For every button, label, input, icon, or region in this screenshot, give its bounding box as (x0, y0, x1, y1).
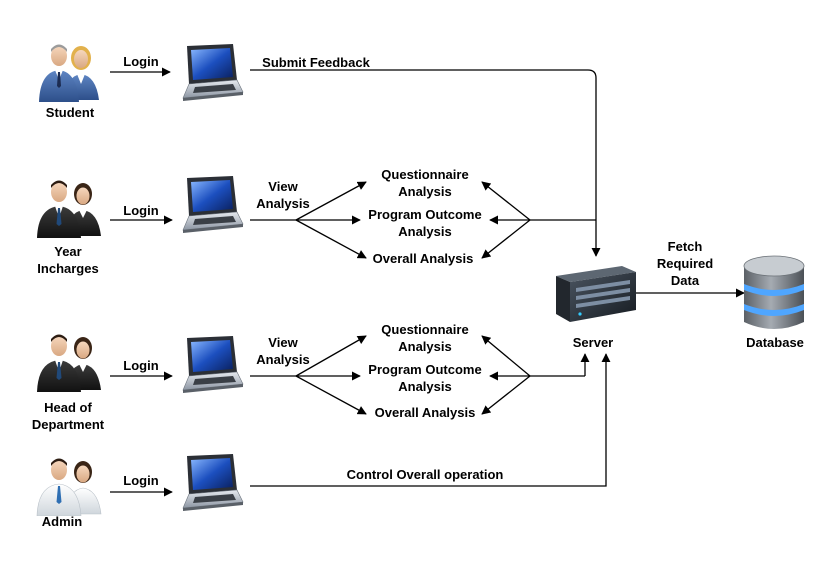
server-label: Server (573, 335, 613, 350)
view-analysis-label-line1: View (268, 335, 298, 350)
view-analysis-label-line1: View (268, 179, 298, 194)
control-overall-label: Control Overall operation (347, 467, 504, 482)
fetch-label-line2: Required (657, 256, 713, 271)
year-incharges-row: Year Incharges Login View Analysis Quest… (37, 167, 596, 276)
admin-row: Admin Login Control Overall operation (36, 453, 504, 529)
student-row: Student Login Submit Feedback (39, 43, 371, 120)
overall-analysis-label: Overall Analysis (375, 405, 476, 420)
people-icon (37, 180, 101, 238)
admin-to-server-arrow (250, 353, 611, 487)
from-server-overall-arrow (481, 375, 531, 415)
people-icon (36, 457, 102, 516)
login-label: Login (123, 473, 158, 488)
people-icon (37, 334, 101, 392)
year-incharges-label-line2: Incharges (37, 261, 98, 276)
questionnaire-analysis-line2: Analysis (398, 339, 451, 354)
overall-analysis-label: Overall Analysis (373, 251, 474, 266)
admin-label: Admin (42, 514, 83, 529)
from-server-questionnaire-arrow (481, 181, 531, 221)
submit-feedback-arrow (250, 69, 601, 257)
view-analysis-label-line2: Analysis (256, 352, 309, 367)
laptop-icon (182, 43, 244, 102)
program-outcome-analysis-line2: Analysis (398, 379, 451, 394)
from-server-questionnaire-arrow (481, 335, 531, 377)
database-node: Database (743, 255, 805, 350)
hod-label-line1: Head of (44, 400, 92, 415)
database-label: Database (746, 335, 804, 350)
student-label: Student (46, 105, 95, 120)
submit-feedback-label: Submit Feedback (262, 55, 370, 70)
laptop-icon (182, 175, 244, 234)
questionnaire-analysis-line1: Questionnaire (381, 167, 468, 182)
from-server-overall-arrow (481, 219, 531, 259)
login-label: Login (123, 358, 158, 373)
questionnaire-analysis-line1: Questionnaire (381, 322, 468, 337)
view-analysis-label-line2: Analysis (256, 196, 309, 211)
program-outcome-analysis-line1: Program Outcome (368, 362, 481, 377)
laptop-icon (182, 453, 244, 512)
hod-row: Head of Department Login View Analysis Q… (32, 322, 585, 432)
laptop-icon (182, 335, 244, 394)
server-icon (556, 266, 636, 322)
hod-label-line2: Department (32, 417, 105, 432)
fetch-label-line1: Fetch (668, 239, 703, 254)
database-icon (743, 255, 805, 329)
year-incharges-label-line1: Year (54, 244, 81, 259)
login-label: Login (123, 203, 158, 218)
login-label: Login (123, 54, 158, 69)
to-questionnaire-arrow (295, 335, 367, 377)
people-icon (39, 44, 99, 102)
server-node: Server Fetch Required Data (556, 239, 745, 350)
to-overall-arrow (295, 219, 367, 259)
to-overall-arrow (295, 375, 367, 415)
fetch-label-line3: Data (671, 273, 700, 288)
program-outcome-analysis-line1: Program Outcome (368, 207, 481, 222)
program-outcome-analysis-line2: Analysis (398, 224, 451, 239)
to-questionnaire-arrow (295, 181, 367, 221)
questionnaire-analysis-line2: Analysis (398, 184, 451, 199)
